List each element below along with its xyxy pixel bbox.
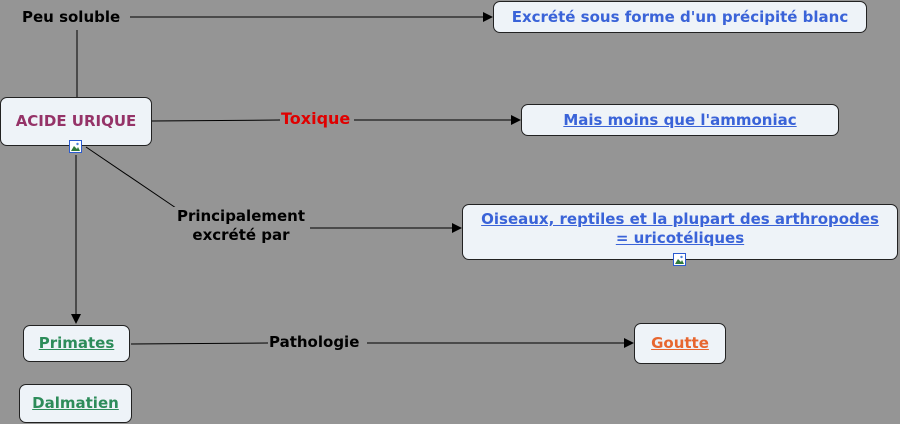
primates-link[interactable]: Primates	[38, 334, 115, 352]
image-icon[interactable]	[69, 140, 82, 153]
node-excrete-precipite[interactable]: Excrété sous forme d'un précipité blanc	[493, 1, 867, 33]
excrete-precipite-label: Excrété sous forme d'un précipité blanc	[511, 7, 849, 26]
pathologie-text: Pathologie	[269, 333, 360, 351]
link-label-toxique: Toxique	[281, 109, 351, 128]
uricoteliques-link-line2[interactable]: = uricotéliques	[615, 229, 745, 247]
node-dalmatien[interactable]: Dalmatien	[19, 384, 132, 423]
node-uricoteliques[interactable]: Oiseaux, reptiles et la plupart des arth…	[462, 204, 898, 260]
line-primates-to-pathologie	[130, 342, 269, 345]
toxique-text: Toxique	[281, 109, 351, 128]
link-label-pathologie: Pathologie	[269, 333, 360, 352]
link-label-peu-soluble: Peu soluble	[22, 8, 121, 27]
node-acide-urique[interactable]: ACIDE URIQUE	[0, 97, 152, 146]
link-label-principalement: Principalement excrété par	[172, 207, 310, 245]
principalement-text-line2: excrété par	[192, 226, 290, 244]
node-primates[interactable]: Primates	[23, 325, 130, 362]
mais-moins-ammoniac-link[interactable]: Mais moins que l'ammoniac	[563, 110, 797, 129]
line-acide-to-principalement	[85, 146, 177, 209]
goutte-link[interactable]: Goutte	[651, 334, 709, 352]
image-icon[interactable]	[673, 253, 686, 266]
node-mais-moins-ammoniac[interactable]: Mais moins que l'ammoniac	[521, 104, 839, 136]
acide-urique-label: ACIDE URIQUE	[15, 112, 137, 130]
node-goutte[interactable]: Goutte	[634, 323, 726, 364]
principalement-text-line1: Principalement	[176, 207, 306, 225]
peu-soluble-text: Peu soluble	[22, 8, 121, 26]
line-acide-to-toxique	[151, 119, 281, 122]
dalmatien-link[interactable]: Dalmatien	[32, 394, 119, 412]
uricoteliques-link-line1[interactable]: Oiseaux, reptiles et la plupart des arth…	[481, 210, 879, 228]
